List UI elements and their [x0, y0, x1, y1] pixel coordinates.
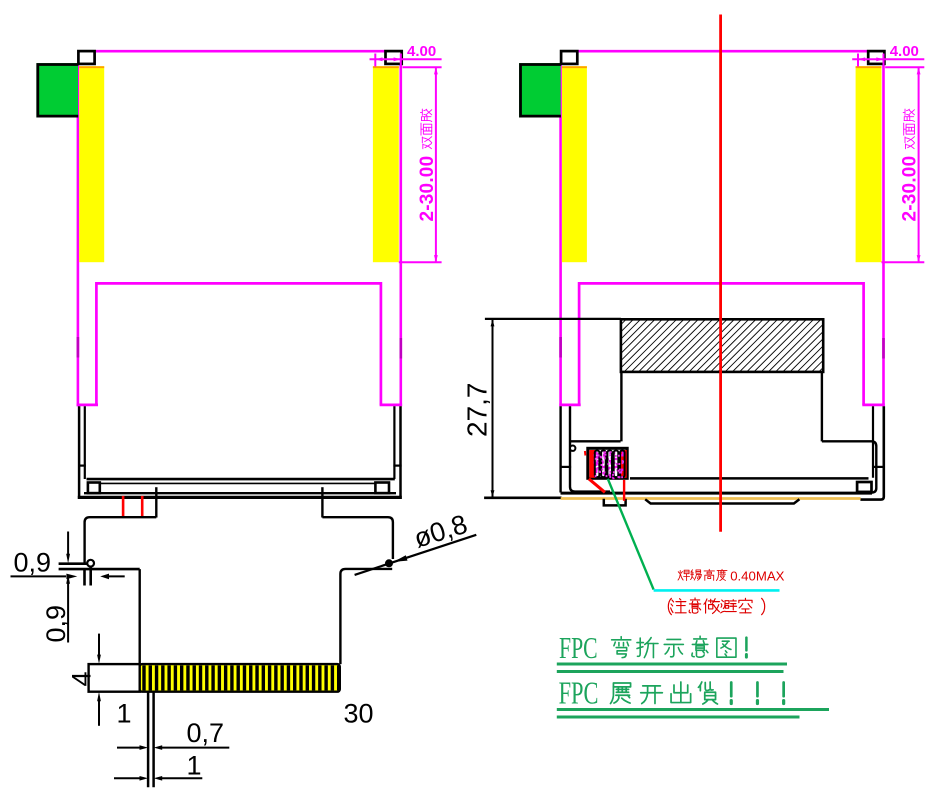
svg-text:1: 1	[117, 699, 132, 729]
svg-text:0,7: 0,7	[187, 718, 225, 748]
svg-text:0,9: 0,9	[14, 548, 52, 578]
svg-text:FPC: FPC	[559, 630, 598, 665]
svg-text:0.40MAX: 0.40MAX	[730, 568, 784, 583]
svg-text:4: 4	[67, 671, 97, 686]
svg-text:4.00: 4.00	[407, 43, 436, 60]
svg-text:4.00: 4.00	[890, 43, 919, 60]
svg-text:27,7: 27,7	[462, 383, 493, 438]
svg-text:30: 30	[344, 699, 374, 729]
svg-text:2-30.00: 2-30.00	[417, 156, 438, 222]
svg-text:FPC: FPC	[559, 674, 599, 710]
svg-text:2-30.00: 2-30.00	[900, 156, 921, 222]
svg-text:1: 1	[187, 751, 202, 781]
svg-text:0,9: 0,9	[41, 605, 71, 643]
